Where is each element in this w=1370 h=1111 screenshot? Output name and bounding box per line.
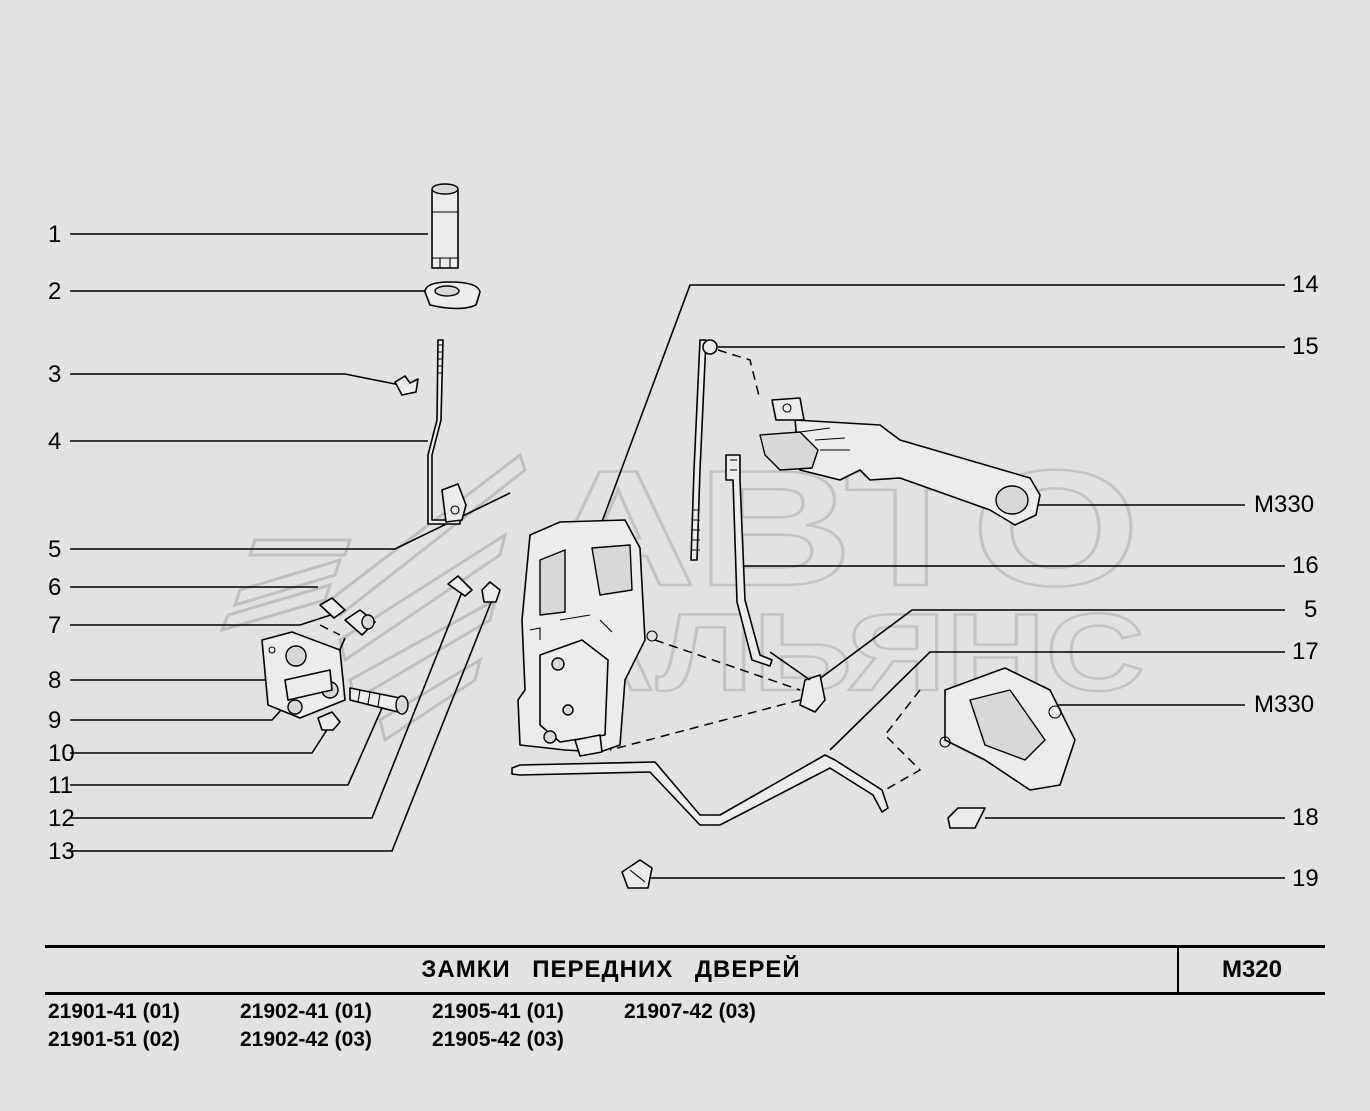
part-18-pad [947,807,986,829]
model-code: 21907-42 (03) [624,1000,756,1023]
callout-1: 1 [48,221,61,248]
assembly-line-inner-rod [609,699,801,751]
model-code: 21902-42 (03) [240,1028,372,1051]
outside-door-handle [717,349,1041,526]
callout-13: 13 [48,838,75,865]
callout-3: 3 [48,361,61,388]
part-14-outside-handle-rod [690,339,707,561]
assembly-line-6 [319,624,341,636]
assembly-line-clamp [654,639,801,691]
part-12-screw [447,575,473,597]
assembly-arrow-clamp [769,651,811,681]
sheet-code: М320 [1221,956,1283,983]
part-10-screw [317,711,341,731]
model-code: 21905-42 (03) [432,1028,564,1051]
left-callouts: 1 2 3 4 5 6 7 8 9 10 11 12 13 [48,221,75,865]
callout-15: 15 [1292,333,1319,360]
right-callouts: 14 15 М330 16 5 17 М330 18 19 [1254,271,1319,892]
model-code: 21905-41 (01) [432,1000,564,1023]
part-11-bolt [349,687,409,715]
part-1-lock-knob [431,183,459,269]
callout-7: 7 [48,612,61,639]
callout-18: 18 [1292,804,1319,831]
part-5-rod-clamp [441,483,467,523]
callout-9: 9 [48,707,61,734]
callout-11: 11 [48,772,73,799]
left-leaders [70,233,511,852]
part-19-clip [621,859,653,889]
inside-door-handle [884,667,1076,791]
callout-6: 6 [48,574,61,601]
callout-12: 12 [48,805,75,832]
part-17-inside-handle-rod [511,754,889,826]
callout-5: 5 [48,536,61,563]
callout-5-right: 5 [1304,596,1317,623]
callout-m330-b: М330 [1254,691,1314,718]
callout-m330-a: М330 [1254,491,1314,518]
part-6-bushing [319,597,346,619]
callout-16: 16 [1292,552,1319,579]
part-7-bushing [344,609,376,636]
part-5-rod-clamp-right [799,674,826,713]
page-title: ЗАМКИ ПЕРЕДНИХ ДВЕРЕЙ [45,948,1179,992]
model-code: 21902-41 (01) [240,1000,372,1023]
part-15-rod-end [702,339,718,355]
callout-14: 14 [1292,271,1319,298]
callout-10: 10 [48,740,75,767]
part-3-clip [394,375,419,396]
callout-19: 19 [1292,865,1319,892]
part-16-lock-cylinder-rod [725,454,773,667]
part-2-knob-bushing [424,281,481,310]
callout-4: 4 [48,428,61,455]
title-bar: ЗАМКИ ПЕРЕДНИХ ДВЕРЕЙ М320 [45,945,1325,995]
callout-17: 17 [1292,638,1319,665]
door-lock-assembly [517,519,658,757]
part-8-striker [261,631,346,719]
right-leaders [599,284,1285,879]
part-13-nut [481,581,501,603]
model-list: 21901-41 (01) 21901-51 (02) 21902-41 (01… [48,1000,948,1060]
model-code: 21901-41 (01) [48,1000,180,1023]
callout-8: 8 [48,667,61,694]
model-code: 21901-51 (02) [48,1028,180,1051]
callout-2: 2 [48,278,61,305]
